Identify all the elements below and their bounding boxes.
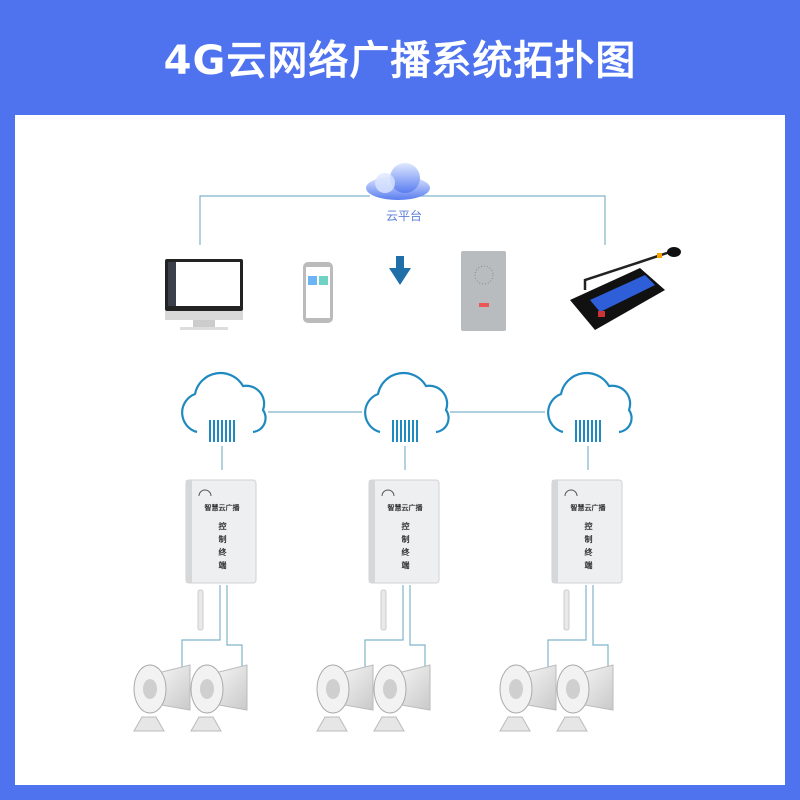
wifi-icon bbox=[381, 489, 395, 497]
control-terminal-device: 智慧云广播 bbox=[368, 479, 440, 584]
page-title: 4G云网络广播系统拓扑图 bbox=[163, 38, 637, 84]
device-name: 控制终端 bbox=[218, 522, 228, 574]
platform-link-line bbox=[199, 195, 370, 245]
wifi-icon bbox=[564, 489, 578, 497]
computer-icon bbox=[165, 259, 243, 330]
control-terminal-device: 智慧云广播 bbox=[185, 479, 257, 584]
broadcast-unit: 智慧云广播 bbox=[316, 372, 450, 732]
cloud-platform-label: 云平台 bbox=[386, 208, 422, 223]
wifi-icon bbox=[198, 489, 212, 497]
broadcast-unit: 智慧云广播 bbox=[133, 372, 267, 732]
4g-cloud-icon bbox=[547, 372, 633, 442]
smartphone-icon bbox=[303, 262, 333, 323]
download-arrow-icon bbox=[389, 256, 411, 285]
horn-speaker-icon bbox=[190, 664, 248, 732]
horn-speaker-icon bbox=[133, 664, 191, 732]
platform-link-line bbox=[420, 195, 606, 245]
broadcast-unit: 智慧云广播 bbox=[499, 372, 633, 732]
4g-cloud-icon bbox=[181, 372, 267, 442]
4g-cloud-icon bbox=[364, 372, 450, 442]
device-brand: 智慧云广播 bbox=[388, 503, 424, 512]
device-name: 控制终端 bbox=[584, 522, 594, 574]
cloud-platform-icon bbox=[366, 163, 430, 200]
control-terminal-device: 智慧云广播 bbox=[551, 479, 623, 584]
intercom-panel-icon bbox=[461, 251, 506, 331]
device-name: 控制终端 bbox=[401, 522, 411, 574]
horn-speaker-icon bbox=[556, 664, 614, 732]
device-brand: 智慧云广播 bbox=[571, 503, 607, 512]
horn-speaker-icon bbox=[499, 664, 557, 732]
antenna-icon bbox=[563, 589, 570, 631]
antenna-icon bbox=[380, 589, 387, 631]
horn-speaker-icon bbox=[373, 664, 431, 732]
device-brand: 智慧云广播 bbox=[205, 503, 241, 512]
antenna-icon bbox=[197, 589, 204, 631]
horn-speaker-icon bbox=[316, 664, 374, 732]
paging-microphone-console-icon bbox=[570, 247, 681, 330]
